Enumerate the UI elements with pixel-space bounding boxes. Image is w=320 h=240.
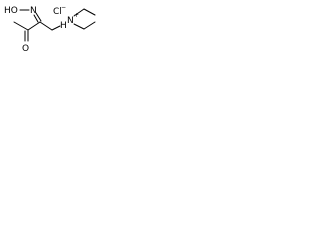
ketone-oxygen-label: O — [22, 44, 29, 54]
amine-nitrogen-label: N — [67, 16, 74, 26]
bond-c1-n — [51, 25, 61, 31]
bond-c2-c1 — [39, 21, 53, 31]
bond-n-ethyl2-b — [83, 21, 96, 30]
amine-charge: + — [74, 12, 79, 19]
amine-hydrogen-label: H — [60, 21, 67, 31]
bonds — [13, 8, 96, 42]
chloride-label: Cl — [53, 7, 62, 17]
bond-n-ethyl1-b — [83, 8, 96, 16]
chloride-charge: − — [61, 4, 66, 11]
bond-n-ethyl2-a — [73, 23, 85, 30]
bond-c2-c3 — [27, 21, 41, 31]
atom-labels: HO N O N H + Cl − — [4, 4, 79, 54]
bond-n-c2-double-a — [35, 12, 42, 22]
bond-c3-methyl — [13, 21, 29, 31]
oxime-nitrogen-label: N — [30, 6, 37, 16]
hydroxyl-label: HO — [4, 6, 18, 16]
chemical-structure: HO N O N H + Cl − — [4, 4, 96, 54]
bond-n-ethyl1-a — [73, 8, 85, 17]
bond-n-c2-double-b — [33, 14, 39, 23]
